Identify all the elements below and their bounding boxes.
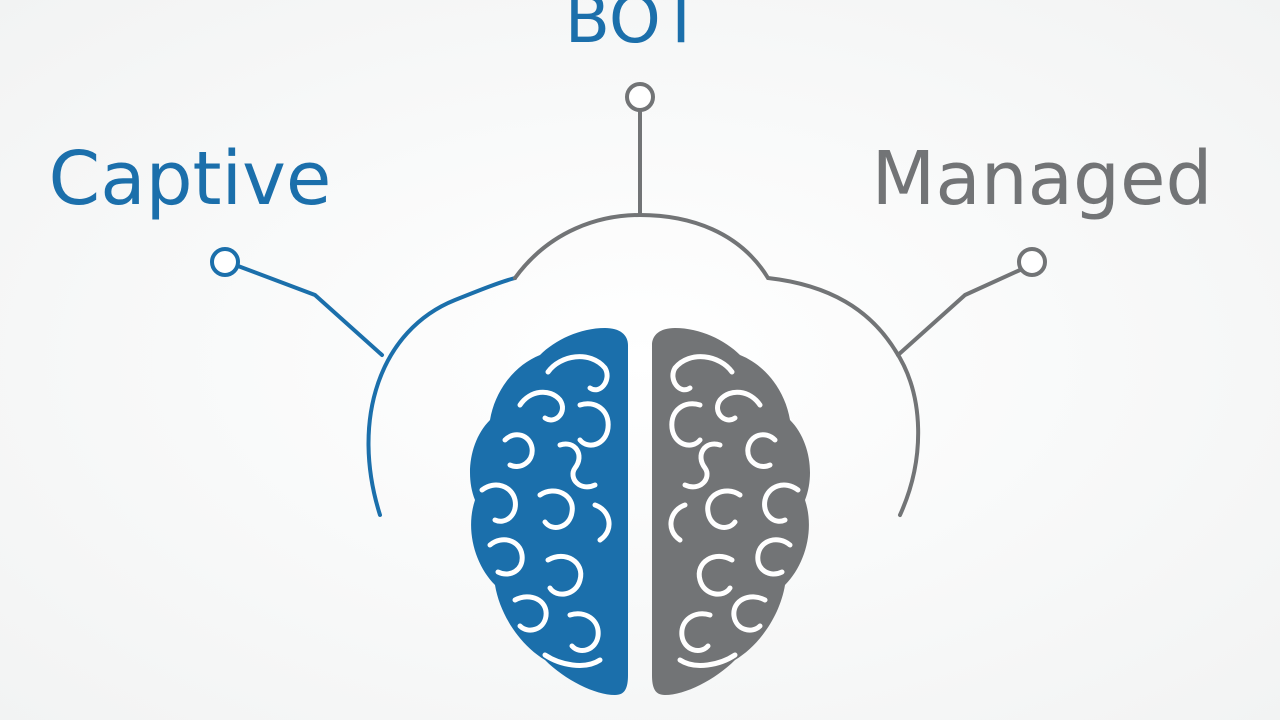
cloud-outline: [366, 212, 921, 517]
top-node: [625, 82, 655, 112]
brain-left-hemisphere: [470, 328, 628, 695]
brain-left-folds: [479, 354, 612, 668]
left-connector: [210, 247, 384, 357]
left-node: [210, 247, 240, 277]
brain-right-folds: [668, 354, 801, 668]
top-connector: [625, 82, 655, 217]
right-connector: [896, 247, 1047, 357]
top-label: BOT: [565, 0, 702, 58]
right-node: [1017, 247, 1047, 277]
brain-right-hemisphere: [652, 328, 810, 695]
right-label: Managed: [872, 136, 1213, 222]
left-label: Captive: [49, 136, 332, 222]
brain-icon: [470, 328, 810, 695]
